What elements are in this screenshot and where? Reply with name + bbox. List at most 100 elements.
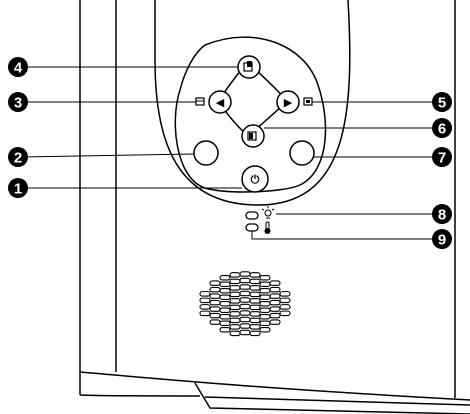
speaker-slot: [259, 307, 271, 313]
callout-number: 4: [14, 60, 23, 77]
callout-6: 6: [432, 118, 452, 138]
speaker-slot: [229, 311, 241, 317]
body-base-curve: [79, 394, 201, 397]
speaker-slot: [249, 304, 261, 311]
callout-4: 4: [8, 57, 28, 77]
callout-number: 3: [14, 95, 22, 112]
speaker-slot: [269, 319, 281, 325]
speaker-slot: [279, 291, 291, 297]
speaker-slot: [249, 330, 261, 337]
speaker-slot: [279, 310, 291, 317]
callout-3: 3: [8, 92, 28, 112]
speaker-slot: [239, 323, 251, 329]
control-panel: [154, 0, 351, 206]
body-foot-inner: [204, 396, 470, 406]
speaker-slot: [269, 286, 281, 293]
speaker-slot: [259, 300, 271, 307]
speaker-slot: [239, 310, 251, 316]
power-icon: ⏻: [251, 173, 260, 186]
speaker-slot: [199, 291, 211, 297]
speaker-slot: [239, 303, 251, 310]
body-foot: [194, 382, 470, 414]
speaker-slot: [269, 280, 281, 286]
leader-line-9: [251, 231, 438, 240]
speaker-slot: [279, 304, 291, 310]
speaker-slot: [249, 298, 261, 304]
right-arrow-glyph: ▶: [284, 96, 293, 109]
keystone-right-icon: [303, 97, 313, 106]
callout-1: 1: [8, 178, 28, 198]
speaker-slot: [219, 287, 231, 294]
speaker-slot: [229, 298, 241, 304]
speaker-slot: [249, 291, 261, 298]
body-bottom-curve: [79, 371, 470, 401]
lamp-indicator-icon: [261, 206, 275, 219]
speaker-slot: [209, 312, 221, 319]
speaker-slot: [209, 319, 221, 325]
speaker-slot: [249, 272, 261, 278]
speaker-slot: [229, 291, 241, 298]
down-button[interactable]: [241, 124, 265, 148]
callout-5: 5: [432, 92, 452, 112]
speaker-slot: [209, 280, 221, 286]
speaker-slot: [219, 307, 231, 313]
left-arrow-glyph: ◀: [216, 96, 225, 109]
speaker-slot: [259, 274, 271, 281]
speaker-slot: [239, 297, 251, 303]
speaker-slot: [239, 284, 251, 290]
speaker-slot: [219, 320, 231, 326]
speaker-slot: [209, 306, 221, 312]
speaker-grille: [199, 271, 291, 337]
callout-number: 6: [438, 121, 446, 138]
speaker-slot: [239, 290, 251, 297]
speaker-slot: [249, 324, 261, 330]
speaker-slot: [219, 300, 231, 307]
speaker-slot: [229, 317, 241, 324]
callout-9: 9: [432, 229, 452, 249]
projector-body: [79, 0, 470, 414]
speaker-slot: [239, 271, 251, 277]
power-button[interactable]: ⏻: [241, 165, 269, 193]
speaker-slot: [239, 316, 251, 323]
control-panel-outer-ring: [174, 36, 327, 193]
speaker-slot: [199, 297, 211, 304]
speaker-slot: [279, 297, 291, 304]
leader-line-2: [21, 153, 195, 158]
speaker-slot: [199, 310, 211, 317]
speaker-slot: [269, 293, 281, 299]
speaker-slot: [249, 311, 261, 317]
keystone-left-icon: [195, 97, 205, 106]
speaker-slot: [269, 312, 281, 319]
speaker-slot: [219, 313, 231, 320]
speaker-slot: [229, 330, 241, 337]
speaker-slot: [259, 281, 271, 287]
speaker-slot: [239, 277, 251, 284]
control-panel-recess: [154, 0, 351, 206]
speaker-slot: [209, 286, 221, 293]
callout-number: 9: [438, 232, 446, 249]
speaker-slot: [249, 285, 261, 291]
callout-number: 5: [438, 95, 446, 112]
up-button[interactable]: [237, 55, 261, 79]
left-round-button[interactable]: [193, 140, 219, 166]
speaker-slot: [219, 281, 231, 287]
callout-2: 2: [8, 147, 28, 167]
speaker-slot: [229, 285, 241, 291]
speaker-slot: [269, 306, 281, 312]
right-button[interactable]: ▶: [276, 90, 300, 114]
speaker-slot: [239, 329, 251, 336]
callout-8: 8: [432, 204, 452, 224]
right-round-button[interactable]: [289, 140, 315, 166]
temp-led: [245, 223, 259, 232]
left-button[interactable]: ◀: [208, 90, 232, 114]
speaker-slot: [209, 293, 221, 299]
callout-number: 2: [14, 150, 22, 167]
speaker-slot: [249, 317, 261, 324]
speaker-slot: [219, 294, 231, 300]
speaker-slot: [259, 287, 271, 294]
speaker-slot: [249, 278, 261, 285]
speaker-slot: [209, 299, 221, 306]
speaker-slot: [269, 299, 281, 306]
callout-lines: [21, 66, 438, 240]
thermometer-icon: [264, 221, 271, 234]
